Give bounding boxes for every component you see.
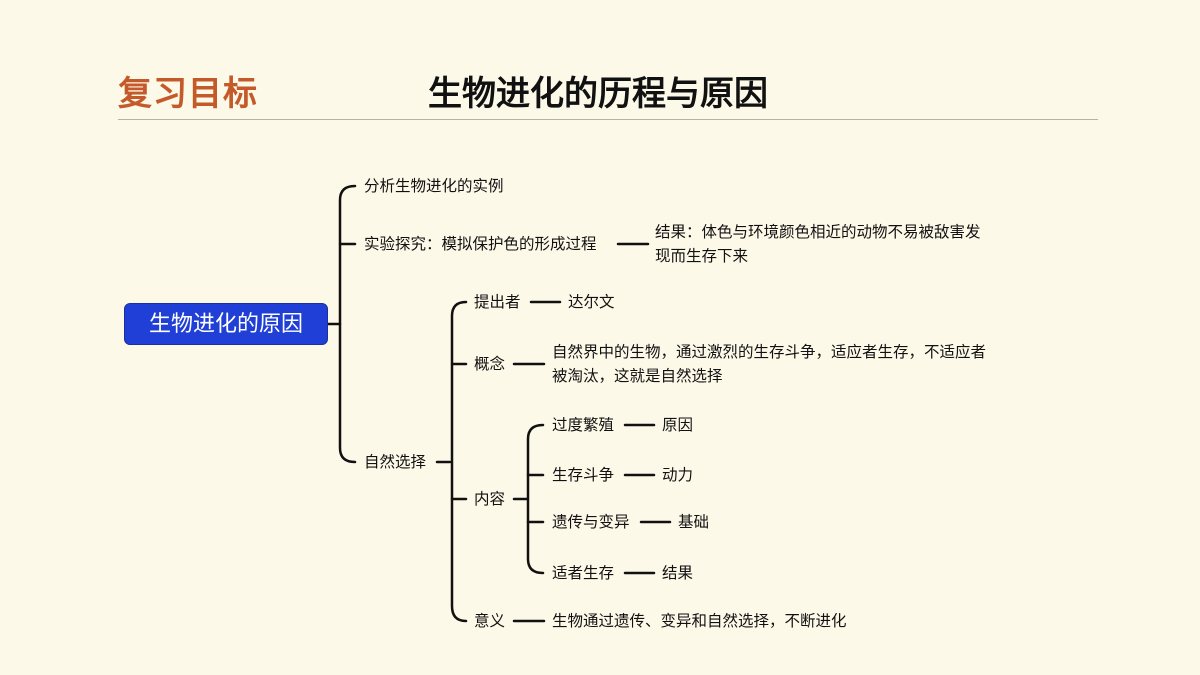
concept-desc-line1: 自然界中的生物，通过激烈的生存斗争，适应者生存，不适应者 <box>552 343 987 361</box>
bracket-content <box>526 423 545 575</box>
node-meaning: 意义 <box>474 612 506 630</box>
node-proposer: 提出者 <box>474 293 521 311</box>
branch-natural-selection: 自然选择 <box>364 453 427 471</box>
bracket-selection <box>450 300 468 623</box>
page-title: 生物进化的历程与原因 <box>428 74 768 114</box>
root-node: 生物进化的原因 <box>124 303 328 345</box>
content-item-value: 基础 <box>678 513 710 531</box>
content-item-value: 动力 <box>662 466 694 484</box>
content-item-value: 结果 <box>662 564 694 582</box>
content-item-label: 适者生存 <box>552 564 615 582</box>
node-meaning-value: 生物通过遗传、变异和自然选择，不断进化 <box>552 612 847 630</box>
content-item-label: 过度繁殖 <box>552 416 615 434</box>
branch-analyze-examples: 分析生物进化的实例 <box>364 177 504 195</box>
bracket-main <box>338 184 357 464</box>
header-divider <box>118 119 1098 120</box>
content-item-label: 生存斗争 <box>552 466 615 484</box>
section-heading: 复习目标 <box>118 74 258 114</box>
experiment-result-line1: 结果：体色与环境颜色相近的动物不易被敌害发 <box>655 223 981 241</box>
node-concept: 概念 <box>474 355 506 373</box>
node-proposer-value: 达尔文 <box>568 293 615 311</box>
experiment-result: 结果：体色与环境颜色相近的动物不易被敌害发 现而生存下来 <box>655 220 981 268</box>
experiment-result-line2: 现而生存下来 <box>655 247 749 265</box>
node-concept-desc: 自然界中的生物，通过激烈的生存斗争，适应者生存，不适应者 被淘汰，这就是自然选择 <box>552 340 986 388</box>
node-content: 内容 <box>474 490 506 508</box>
concept-desc-line2: 被淘汰，这就是自然选择 <box>552 367 723 385</box>
branch-experiment: 实验探究：模拟保护色的形成过程 <box>364 235 597 253</box>
content-item-label: 遗传与变异 <box>552 513 630 531</box>
content-item-value: 原因 <box>662 416 694 434</box>
